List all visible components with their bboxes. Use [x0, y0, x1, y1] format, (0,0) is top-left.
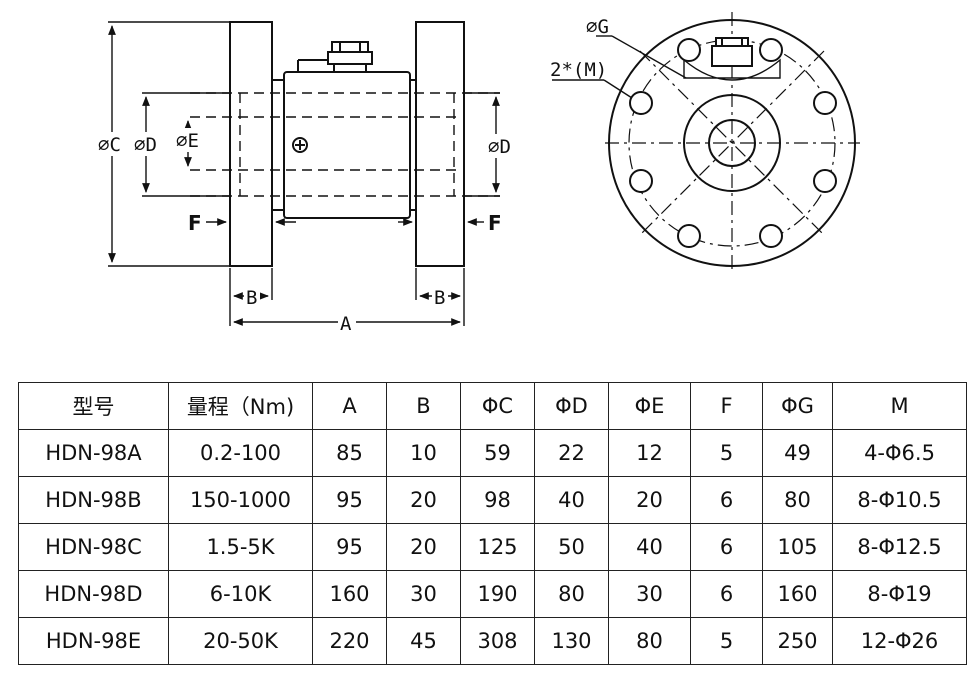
table-cell: 12: [608, 429, 691, 477]
header-c: ΦC: [460, 382, 535, 430]
bolt-hole: [677, 224, 701, 248]
table-cell: 20-50K: [168, 617, 313, 665]
table-cell: 0.2-100: [168, 429, 313, 477]
table-cell: 4-Φ6.5: [832, 429, 967, 477]
table-cell: 80: [762, 476, 833, 524]
table-row: HDN-98C 1.5-5K 95 20 125 50 40 6 105 8-Φ…: [18, 523, 967, 571]
dia-d-right-label: ⌀D: [488, 136, 511, 158]
spec-table: 型号 量程（Nm) A B ΦC ΦD ΦE F ΦG M HDN-98A 0.…: [18, 382, 967, 665]
table-cell: 8-Φ10.5: [832, 476, 967, 524]
table-cell: 150-1000: [168, 476, 313, 524]
b-left-label: B: [246, 287, 257, 309]
table-cell: 40: [534, 476, 609, 524]
table-header-row: 型号 量程（Nm) A B ΦC ΦD ΦE F ΦG M: [18, 382, 967, 430]
table-cell: 160: [762, 570, 833, 618]
a-label: A: [340, 313, 352, 335]
header-d: ΦD: [534, 382, 609, 430]
table-cell: 6: [690, 570, 763, 618]
dia-e-label: ⌀E: [176, 130, 199, 152]
connector-end-view: [683, 37, 781, 81]
table-cell: 95: [312, 523, 387, 571]
table-cell: 125: [460, 523, 535, 571]
table-cell: 20: [386, 523, 461, 571]
table-cell: 190: [460, 570, 535, 618]
table-cell: 85: [312, 429, 387, 477]
table-cell: 5: [690, 429, 763, 477]
bolt-hole: [813, 169, 837, 193]
screw-icon: [292, 137, 308, 153]
table-cell: 1.5-5K: [168, 523, 313, 571]
table-cell: 30: [608, 570, 691, 618]
table-cell: 6: [690, 523, 763, 571]
f-left-label: F: [188, 211, 202, 235]
header-g: ΦG: [762, 382, 833, 430]
header-f: F: [690, 382, 763, 430]
table-cell: 98: [460, 476, 535, 524]
table-cell: 30: [386, 570, 461, 618]
header-a: A: [312, 382, 387, 430]
table-cell: 20: [608, 476, 691, 524]
header-m: M: [832, 382, 967, 430]
table-cell: 40: [608, 523, 691, 571]
side-view-labels: ⌀C ⌀D ⌀E ⌀D F F B B A: [98, 128, 518, 335]
table-cell: 10: [386, 429, 461, 477]
bolt-hole: [629, 91, 653, 115]
header-b: B: [386, 382, 461, 430]
b-right-label: B: [434, 287, 445, 309]
table-cell: 50: [534, 523, 609, 571]
table-cell: 8-Φ19: [832, 570, 967, 618]
table-cell: 308: [460, 617, 535, 665]
table-cell: 80: [608, 617, 691, 665]
table-cell: HDN-98D: [18, 570, 169, 618]
table-cell: 22: [534, 429, 609, 477]
table-cell: 80: [534, 570, 609, 618]
table-cell: 250: [762, 617, 833, 665]
bolt-hole: [677, 38, 701, 62]
table-cell: 220: [312, 617, 387, 665]
connector: [297, 41, 373, 73]
table-cell: 49: [762, 429, 833, 477]
bolt-hole: [813, 91, 837, 115]
table-cell: HDN-98A: [18, 429, 169, 477]
bolt-hole: [759, 224, 783, 248]
right-flange: [415, 21, 465, 267]
left-flange: [229, 21, 273, 267]
table-cell: HDN-98E: [18, 617, 169, 665]
table-row: HDN-98E 20-50K 220 45 308 130 80 5 250 1…: [18, 617, 967, 665]
table-cell: 160: [312, 570, 387, 618]
table-cell: 8-Φ12.5: [832, 523, 967, 571]
bolt-hole: [759, 38, 783, 62]
table-cell: 59: [460, 429, 535, 477]
dia-c-label: ⌀C: [98, 134, 121, 156]
table-cell: 12-Φ26: [832, 617, 967, 665]
technical-drawing: ⌀C ⌀D ⌀E ⌀D F F B B A: [98, 12, 860, 335]
table-row: HDN-98B 150-1000 95 20 98 40 20 6 80 8-Φ…: [18, 476, 967, 524]
table-cell: HDN-98C: [18, 523, 169, 571]
bolt-holes: [629, 38, 837, 248]
table-cell: 5: [690, 617, 763, 665]
table-cell: 20: [386, 476, 461, 524]
holes-label: 2*(M): [550, 59, 607, 81]
header-e: ΦE: [608, 382, 691, 430]
header-model: 型号: [18, 382, 169, 430]
table-row: HDN-98D 6-10K 160 30 190 80 30 6 160 8-Φ…: [18, 570, 967, 618]
table-cell: 95: [312, 476, 387, 524]
table-cell: 6-10K: [168, 570, 313, 618]
table-row: HDN-98A 0.2-100 85 10 59 22 12 5 49 4-Φ6…: [18, 429, 967, 477]
end-view: [552, 12, 860, 270]
end-view-labels: ⌀G 2*(M): [550, 16, 609, 81]
f-right-label: F: [488, 211, 502, 235]
table-cell: HDN-98B: [18, 476, 169, 524]
table-cell: 45: [386, 617, 461, 665]
bolt-hole: [629, 169, 653, 193]
table-cell: 6: [690, 476, 763, 524]
table-cell: 105: [762, 523, 833, 571]
dia-d-left-label: ⌀D: [134, 134, 157, 156]
side-view: [108, 21, 500, 326]
table-cell: 130: [534, 617, 609, 665]
dia-g-label: ⌀G: [586, 16, 609, 38]
header-range: 量程（Nm): [168, 382, 313, 430]
